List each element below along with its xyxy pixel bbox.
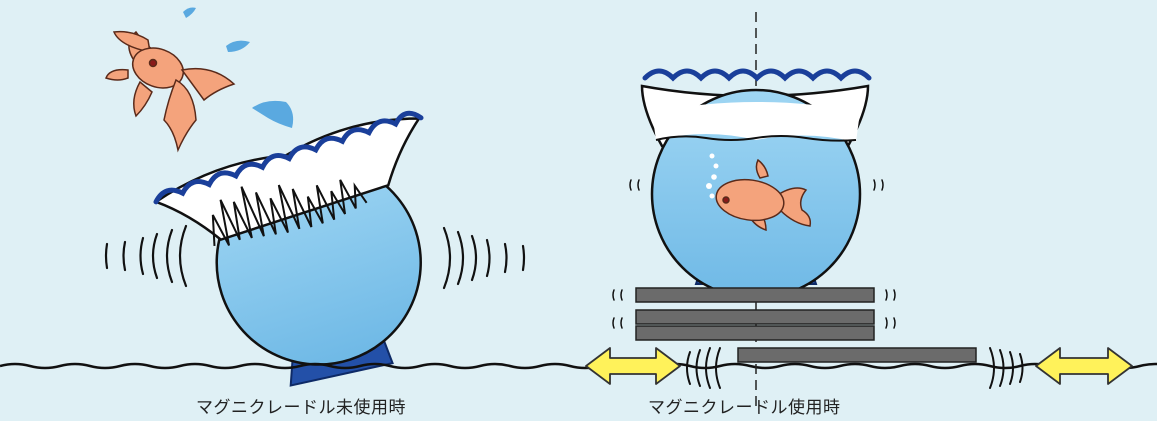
goldfish-icon xyxy=(105,30,236,153)
ground-line xyxy=(0,362,1157,370)
caption-with-cradle: マグニクレードル使用時 xyxy=(648,398,841,418)
tilted-fishbowl xyxy=(153,110,424,387)
goldfish-icon xyxy=(715,158,812,232)
caption-without-cradle: マグニクレードル未使用時 xyxy=(196,398,406,418)
vibration-marks-icon xyxy=(686,347,1024,389)
upright-fishbowl xyxy=(640,68,872,300)
right-scene xyxy=(585,12,1133,412)
double-arrow-icon xyxy=(1035,347,1133,385)
vibration-marks-icon xyxy=(442,226,526,290)
water-drops xyxy=(183,7,294,128)
cradle-plates xyxy=(635,287,977,363)
left-scene xyxy=(104,7,526,387)
double-arrow-icon xyxy=(585,347,681,385)
vibration-marks-icon xyxy=(612,289,896,329)
vibration-marks-icon xyxy=(104,224,188,288)
vibration-marks-icon xyxy=(629,179,884,191)
